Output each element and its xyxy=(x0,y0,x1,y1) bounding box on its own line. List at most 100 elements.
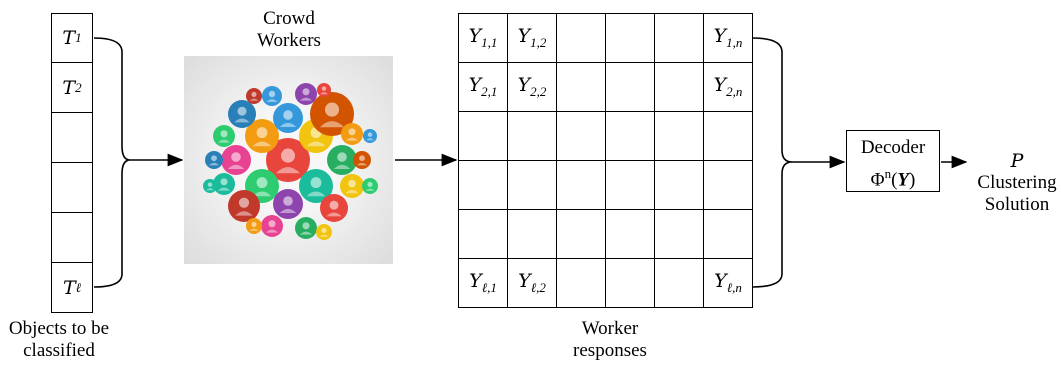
decoder-function: Φn(Y) xyxy=(870,166,916,191)
output-line1: Clustering xyxy=(977,172,1057,193)
output-var: P xyxy=(1010,150,1024,172)
matrix-cell xyxy=(507,160,557,210)
worker-avatar-bubble xyxy=(295,83,317,105)
response-var: Y xyxy=(714,270,727,292)
response-var: Y xyxy=(469,270,482,292)
decoder-func-symbol: Φ xyxy=(870,169,885,191)
matrix-cell xyxy=(605,258,655,308)
response-sub: 1,1 xyxy=(481,35,498,50)
responses-caption: Worker responses xyxy=(545,318,675,362)
matrix-cell: Y2,2 xyxy=(507,62,557,112)
matrix-cell xyxy=(556,160,606,210)
matrix-cell: Y2,n xyxy=(703,62,753,112)
response-var: Y xyxy=(713,25,727,47)
worker-avatar-bubble xyxy=(245,119,279,153)
crowd-title-line2: Workers xyxy=(257,30,321,51)
decoder-box: Decoder Φn(Y) xyxy=(846,130,940,192)
matrix-cell: Y1,n xyxy=(703,13,753,63)
matrix-cell: Y1,2 xyxy=(507,13,557,63)
decoder-func-arg: Y xyxy=(897,169,909,191)
matrix-cell xyxy=(654,111,704,161)
object-var: T xyxy=(62,76,76,99)
responses-caption-line1: Worker xyxy=(581,318,639,339)
crowd-title: Crowd Workers xyxy=(234,8,344,52)
decoder-func-sup: n xyxy=(884,166,892,181)
worker-avatar-bubble xyxy=(213,125,235,147)
objects-caption-line2: classified xyxy=(23,340,95,361)
decoder-title: Decoder xyxy=(860,137,926,158)
matrix-row xyxy=(458,111,753,161)
object-sub: ℓ xyxy=(75,279,82,295)
matrix-cell xyxy=(458,160,508,210)
objects-caption-line1: Objects to be xyxy=(8,318,110,339)
response-sub: 2,1 xyxy=(481,84,498,99)
response-var: Y xyxy=(468,74,482,96)
responses-brace xyxy=(751,37,793,288)
response-sub: ℓ,n xyxy=(726,280,742,295)
worker-avatar-bubble xyxy=(353,151,371,169)
matrix-row xyxy=(458,160,753,210)
matrix-cell: Y1,1 xyxy=(458,13,508,63)
worker-avatar-bubble xyxy=(246,88,262,104)
object-cell xyxy=(51,163,93,213)
matrix-cell: Yℓ,2 xyxy=(507,258,557,308)
worker-avatar-bubble xyxy=(228,190,260,222)
object-sub: 1 xyxy=(75,30,82,45)
worker-avatar-bubble xyxy=(203,179,217,193)
worker-avatar-bubble xyxy=(310,92,354,136)
worker-avatar-bubble xyxy=(320,194,348,222)
output-label: P Clustering Solution xyxy=(974,150,1060,216)
worker-avatar-bubble xyxy=(327,145,357,175)
matrix-cell xyxy=(703,209,753,259)
worker-avatar-bubble xyxy=(317,83,331,97)
response-sub: ℓ,2 xyxy=(530,280,546,295)
object-var: T xyxy=(62,276,76,299)
object-var: T xyxy=(62,27,76,49)
response-var: Y xyxy=(517,74,531,96)
worker-avatar-bubble xyxy=(295,217,317,239)
matrix-cell xyxy=(605,160,655,210)
response-sub: 2,2 xyxy=(530,84,547,99)
crowd-title-line1: Crowd xyxy=(263,8,315,29)
worker-avatar-bubble xyxy=(266,138,310,182)
responses-caption-line2: responses xyxy=(573,340,647,361)
response-var: Y xyxy=(517,25,531,47)
worker-avatar-bubble xyxy=(299,169,333,203)
response-sub: 1,n xyxy=(726,35,743,50)
object-sub: 2 xyxy=(75,79,82,95)
worker-avatar-bubble xyxy=(205,151,223,169)
worker-avatar-bubble xyxy=(340,174,364,198)
matrix-cell xyxy=(458,209,508,259)
response-var: Y xyxy=(468,25,482,47)
objects-brace xyxy=(93,37,131,288)
response-var: Y xyxy=(518,270,531,292)
crowd-bubbles xyxy=(203,83,378,240)
worker-avatar-bubble xyxy=(221,145,251,175)
output-line2: Solution xyxy=(984,194,1050,215)
matrix-cell xyxy=(605,111,655,161)
crowd-workers-image xyxy=(184,56,393,264)
matrix-cell xyxy=(703,111,753,161)
worker-avatar-bubble xyxy=(363,129,377,143)
worker-avatar-bubble xyxy=(273,103,303,133)
worker-avatar-bubble xyxy=(273,189,303,219)
worker-avatar-bubble xyxy=(362,178,378,194)
matrix-cell: Y2,1 xyxy=(458,62,508,112)
matrix-cell xyxy=(507,111,557,161)
worker-avatar-bubble xyxy=(341,123,363,145)
worker-avatar-bubble xyxy=(246,218,262,234)
response-sub: ℓ,1 xyxy=(481,280,497,295)
object-cell xyxy=(51,213,93,263)
worker-avatar-bubble xyxy=(262,86,282,106)
matrix-cell xyxy=(654,209,704,259)
matrix-row xyxy=(458,209,753,259)
matrix-cell xyxy=(556,258,606,308)
matrix-cell xyxy=(605,209,655,259)
